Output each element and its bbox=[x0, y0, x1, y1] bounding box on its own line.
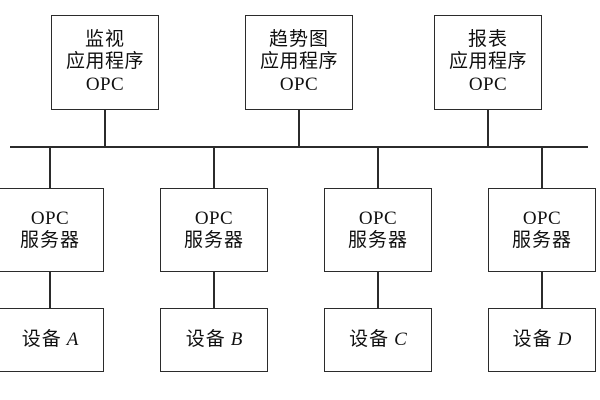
opc-server-node-4[interactable]: OPC 服务器 bbox=[488, 188, 596, 272]
application-node-protocol: OPC bbox=[85, 73, 125, 95]
opc-server-label: 服务器 bbox=[19, 230, 80, 251]
connector-server-to-device-3 bbox=[377, 272, 379, 308]
connector-server-to-device-2 bbox=[213, 272, 215, 308]
connector-application-to-bus-1 bbox=[104, 110, 106, 147]
opc-server-protocol: OPC bbox=[358, 207, 398, 229]
application-node-monitoring[interactable]: 监视 应用程序 OPC bbox=[51, 15, 159, 110]
device-identifier: D bbox=[557, 328, 572, 350]
connector-bus-to-server-1 bbox=[49, 146, 51, 188]
device-node-c[interactable]: 设备 C bbox=[324, 308, 432, 372]
device-identifier: B bbox=[230, 328, 243, 350]
application-node-subtitle: 应用程序 bbox=[65, 51, 144, 73]
application-node-title: 报表 bbox=[467, 28, 508, 50]
connector-bus-to-server-2 bbox=[213, 146, 215, 188]
application-node-subtitle: 应用程序 bbox=[259, 51, 338, 73]
application-node-title: 监视 bbox=[84, 28, 125, 50]
application-node-protocol: OPC bbox=[279, 73, 319, 95]
opc-server-protocol: OPC bbox=[30, 207, 70, 229]
opc-server-label: 服务器 bbox=[183, 230, 244, 251]
device-node-a[interactable]: 设备 A bbox=[0, 308, 104, 372]
opc-server-protocol: OPC bbox=[522, 207, 562, 229]
connector-bus-to-server-3 bbox=[377, 146, 379, 188]
device-node-d[interactable]: 设备 D bbox=[488, 308, 596, 372]
opc-server-label: 服务器 bbox=[347, 230, 408, 251]
device-label: 设备 bbox=[21, 328, 62, 350]
connector-application-to-bus-3 bbox=[487, 110, 489, 147]
device-label: 设备 bbox=[185, 328, 226, 350]
application-node-title: 趋势图 bbox=[268, 28, 329, 50]
application-node-report[interactable]: 报表 应用程序 OPC bbox=[434, 15, 542, 110]
application-node-protocol: OPC bbox=[468, 73, 508, 95]
opc-server-node-3[interactable]: OPC 服务器 bbox=[324, 188, 432, 272]
application-node-subtitle: 应用程序 bbox=[448, 51, 527, 73]
device-identifier: C bbox=[394, 328, 407, 350]
device-label: 设备 bbox=[512, 328, 553, 350]
opc-server-node-2[interactable]: OPC 服务器 bbox=[160, 188, 268, 272]
opc-server-label: 服务器 bbox=[511, 230, 572, 251]
device-label: 设备 bbox=[349, 328, 390, 350]
device-node-b[interactable]: 设备 B bbox=[160, 308, 268, 372]
connector-server-to-device-4 bbox=[541, 272, 543, 308]
opc-server-node-1[interactable]: OPC 服务器 bbox=[0, 188, 104, 272]
opc-server-protocol: OPC bbox=[194, 207, 234, 229]
connector-server-to-device-1 bbox=[49, 272, 51, 308]
application-node-trend-chart[interactable]: 趋势图 应用程序 OPC bbox=[245, 15, 353, 110]
connector-application-to-bus-2 bbox=[298, 110, 300, 147]
connector-bus-to-server-4 bbox=[541, 146, 543, 188]
device-identifier: A bbox=[66, 328, 79, 350]
